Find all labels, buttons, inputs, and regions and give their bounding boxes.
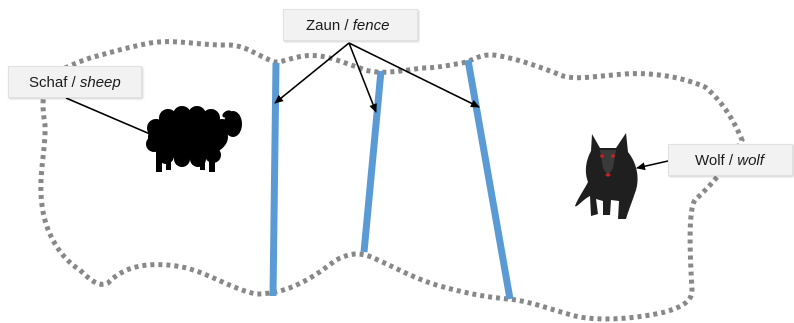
fence-left — [269, 62, 280, 297]
wolf-icon — [575, 133, 638, 219]
fence-label-de: Zaun — [306, 17, 341, 34]
fence-label-en: fence — [352, 17, 390, 34]
arrow-sheep — [65, 97, 158, 138]
pasture-boundary — [38, 39, 745, 322]
arrow-fence-middle — [348, 42, 377, 113]
wolf-label-de: Wolf — [695, 152, 725, 169]
sheep-label-de: Schaf — [29, 74, 68, 91]
sheep-label-en: sheep — [79, 74, 121, 91]
sheep-label-sep: / — [67, 74, 80, 91]
fence-label: Zaun / fence — [283, 9, 418, 41]
arrow-fence-right — [348, 42, 480, 108]
arrow-fence-left — [274, 42, 350, 104]
wolf-label: Wolf / wolf — [668, 144, 793, 176]
fence-right — [464, 59, 514, 300]
sheep-label: Schaf / sheep — [8, 66, 142, 98]
sheep-icon — [146, 106, 242, 172]
arrow-wolf — [636, 160, 669, 171]
fence-label-sep: / — [340, 17, 353, 34]
wolf-label-en: wolf — [737, 152, 764, 169]
wolf-label-sep: / — [724, 152, 738, 169]
fence-middle — [360, 70, 385, 253]
